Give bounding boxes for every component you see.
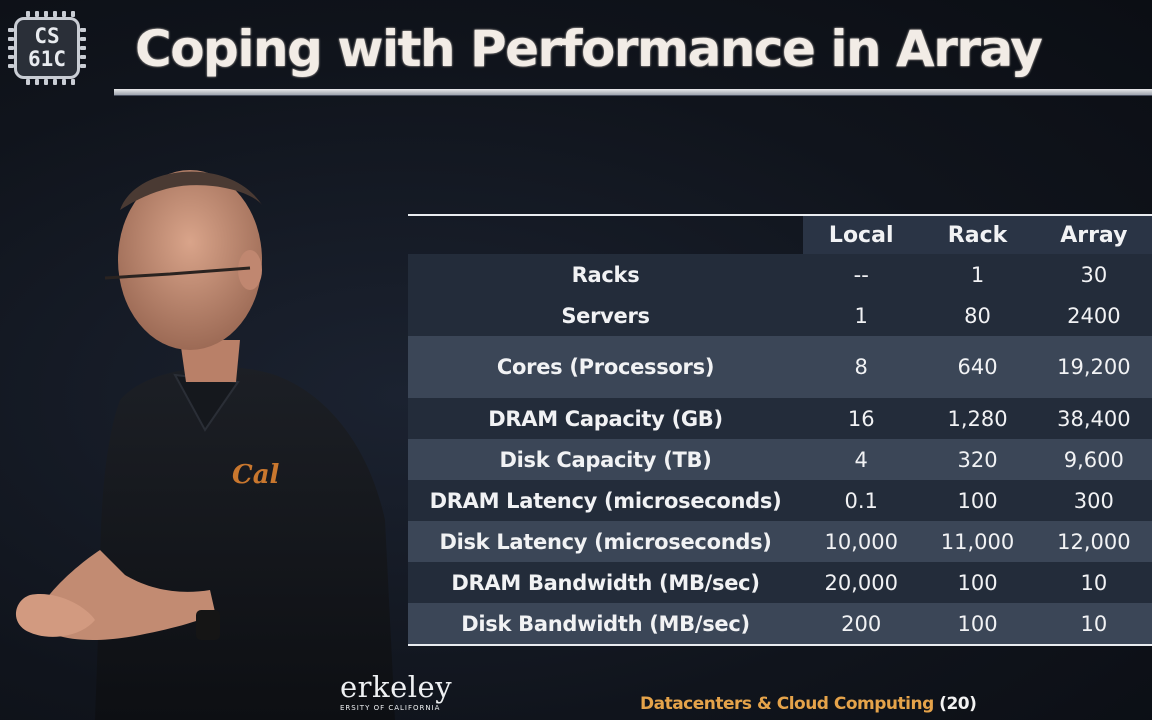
berkeley-word: erkeley [340,670,453,704]
column-header-array: Array [1035,216,1152,254]
footer-page-number: (20) [939,694,977,714]
table-row: DRAM Latency (microseconds) 0.1 100 300 [408,480,1152,521]
row-label: DRAM Latency (microseconds) [429,488,782,513]
cell-array: 9,600 [1063,447,1124,472]
comparison-table-wrapper: Local Rack Array Racks -- 1 30 Servers 1… [408,214,1152,646]
slide-title: Coping with Performance in Array [135,20,1043,78]
cell-rack: 1 [970,262,985,287]
row-label: Racks [571,262,640,287]
presenter-hand [15,594,95,637]
cell-rack: 320 [957,447,998,472]
cell-local: 8 [854,355,868,379]
cell-local: 0.1 [844,488,878,513]
table-row: Disk Bandwidth (MB/sec) 200 100 10 [408,603,1152,644]
cell-array: 10 [1080,570,1108,595]
logo-line-2: 61C [28,47,66,71]
table-row: DRAM Bandwidth (MB/sec) 20,000 100 10 [408,562,1152,603]
presenter-glasses [104,266,251,280]
cell-array: 10 [1080,611,1108,636]
cell-local: -- [853,262,869,287]
cs61c-chip-logo: CS 61C [8,11,86,85]
table-row: Servers 1 80 2400 [408,295,1152,336]
cell-rack: 100 [957,611,998,636]
table-corner-cell [408,216,803,254]
row-label: Cores (Processors) [496,355,715,379]
chip-pins-left [8,28,14,68]
logo-line-1: CS [34,24,60,48]
cell-local: 1 [854,303,868,328]
cell-rack: 100 [957,570,998,595]
chip-pins-bottom [26,79,75,85]
cell-rack: 11,000 [940,529,1015,554]
chip-pins-right [80,28,86,68]
row-label: DRAM Bandwidth (MB/sec) [451,570,760,595]
footer-topic-text: Datacenters & Cloud Computing [640,694,934,714]
cell-rack: 80 [964,303,991,328]
chip-pins-top [26,11,75,17]
row-label: Disk Latency (microseconds) [439,529,772,554]
presenter-neck [180,340,240,382]
table-header-row: Local Rack Array [408,216,1152,254]
table-row: Disk Capacity (TB) 4 320 9,600 [408,439,1152,480]
table-row: Disk Latency (microseconds) 10,000 11,00… [408,521,1152,562]
table-bottom-rule [408,644,1152,646]
title-underline [114,89,1152,96]
cal-shirt-logo: Cal [232,460,280,490]
column-header-local: Local [803,216,920,254]
cell-array: 19,200 [1057,355,1131,379]
presenter-video: Cal [15,170,395,720]
row-label: DRAM Capacity (GB) [488,406,723,431]
cell-array: 12,000 [1057,529,1131,554]
cell-rack: 100 [957,488,998,513]
cell-local: 4 [854,447,868,472]
row-label: Disk Capacity (TB) [499,447,712,472]
berkeley-wordmark: erkeley ERSITY OF CALIFORNIA [340,672,452,712]
presenter-hair [120,171,262,210]
berkeley-subtitle: ERSITY OF CALIFORNIA [340,704,441,712]
cell-array: 30 [1080,262,1108,287]
cell-array: 300 [1073,488,1114,513]
cell-rack: 640 [957,355,998,379]
table-row: Racks -- 1 30 [408,254,1152,295]
cell-local: 200 [841,611,882,636]
table-row: DRAM Capacity (GB) 16 1,280 38,400 [408,398,1152,439]
cell-array: 2400 [1067,303,1121,328]
comparison-table: Local Rack Array Racks -- 1 30 Servers 1… [408,216,1152,644]
presenter-watch [196,610,220,640]
cell-local: 20,000 [824,570,898,595]
table-row: Cores (Processors) 8 640 19,200 [408,336,1152,398]
table-top-rule [408,214,1152,216]
cell-array: 38,400 [1057,406,1131,431]
row-label: Disk Bandwidth (MB/sec) [461,611,750,636]
cell-local: 16 [847,406,875,431]
cell-rack: 1,280 [947,406,1008,431]
footer-topic: Datacenters & Cloud Computing (20) [640,694,977,714]
cell-local: 10,000 [824,529,898,554]
column-header-rack: Rack [919,216,1036,254]
row-label: Servers [561,303,650,328]
presenter-shirt [95,367,395,720]
presenter-head [118,170,262,350]
